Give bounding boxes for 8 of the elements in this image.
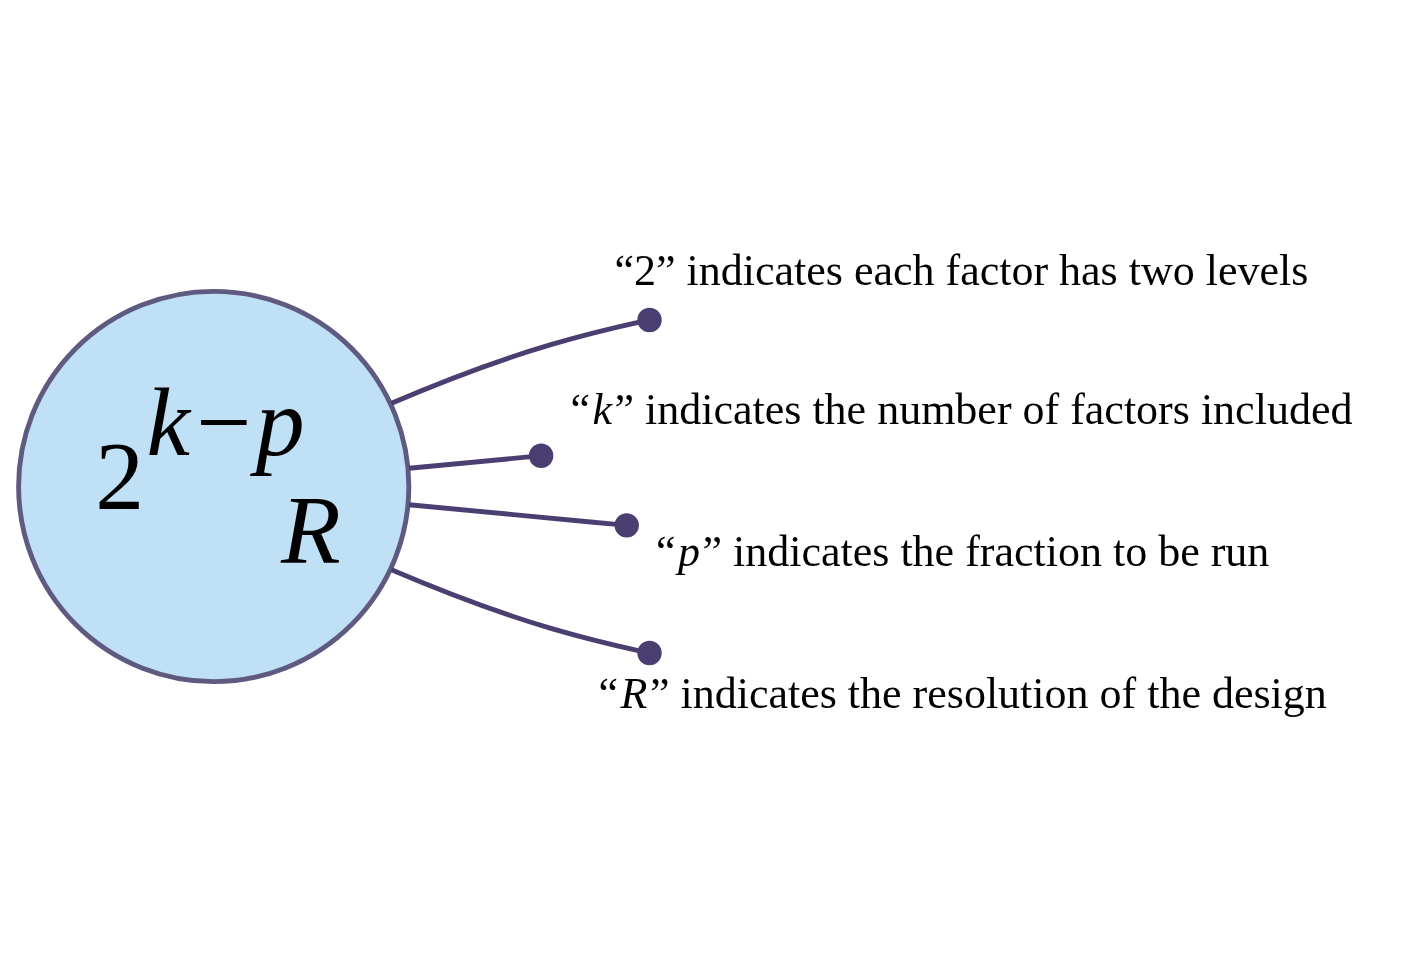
connector: [408, 501, 639, 538]
connector: [408, 443, 554, 471]
node-text: “2” indicates each factor has two levels: [614, 245, 1309, 295]
node-text: “R” indicates the resolution of the design: [598, 668, 1327, 718]
connector: [390, 567, 662, 665]
connector: [390, 307, 662, 405]
node-text: “k” indicates the number of factors included: [570, 384, 1353, 434]
node-text: “p” indicates the fraction to be run: [656, 526, 1270, 576]
